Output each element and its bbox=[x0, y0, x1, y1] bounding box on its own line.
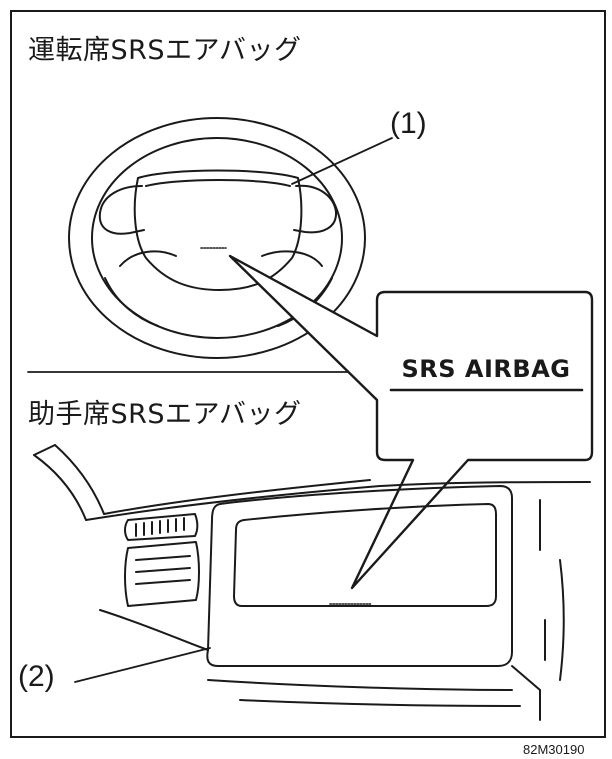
callout-label-2: (2) bbox=[18, 660, 55, 693]
leader-line-1 bbox=[291, 137, 393, 185]
passenger-airbag-title: 助手席SRSエアバッグ bbox=[28, 399, 302, 430]
driver-airbag-title: 運転席SRSエアバッグ bbox=[28, 35, 302, 66]
passenger-dashboard bbox=[33, 444, 591, 721]
leader-line-2 bbox=[74, 647, 211, 683]
callout-label-1: (1) bbox=[390, 107, 427, 140]
callout-bubble bbox=[228, 254, 594, 590]
figure-code: 82M30190 bbox=[523, 742, 585, 757]
srs-airbag-callout-text: SRS AIRBAG bbox=[401, 355, 571, 383]
